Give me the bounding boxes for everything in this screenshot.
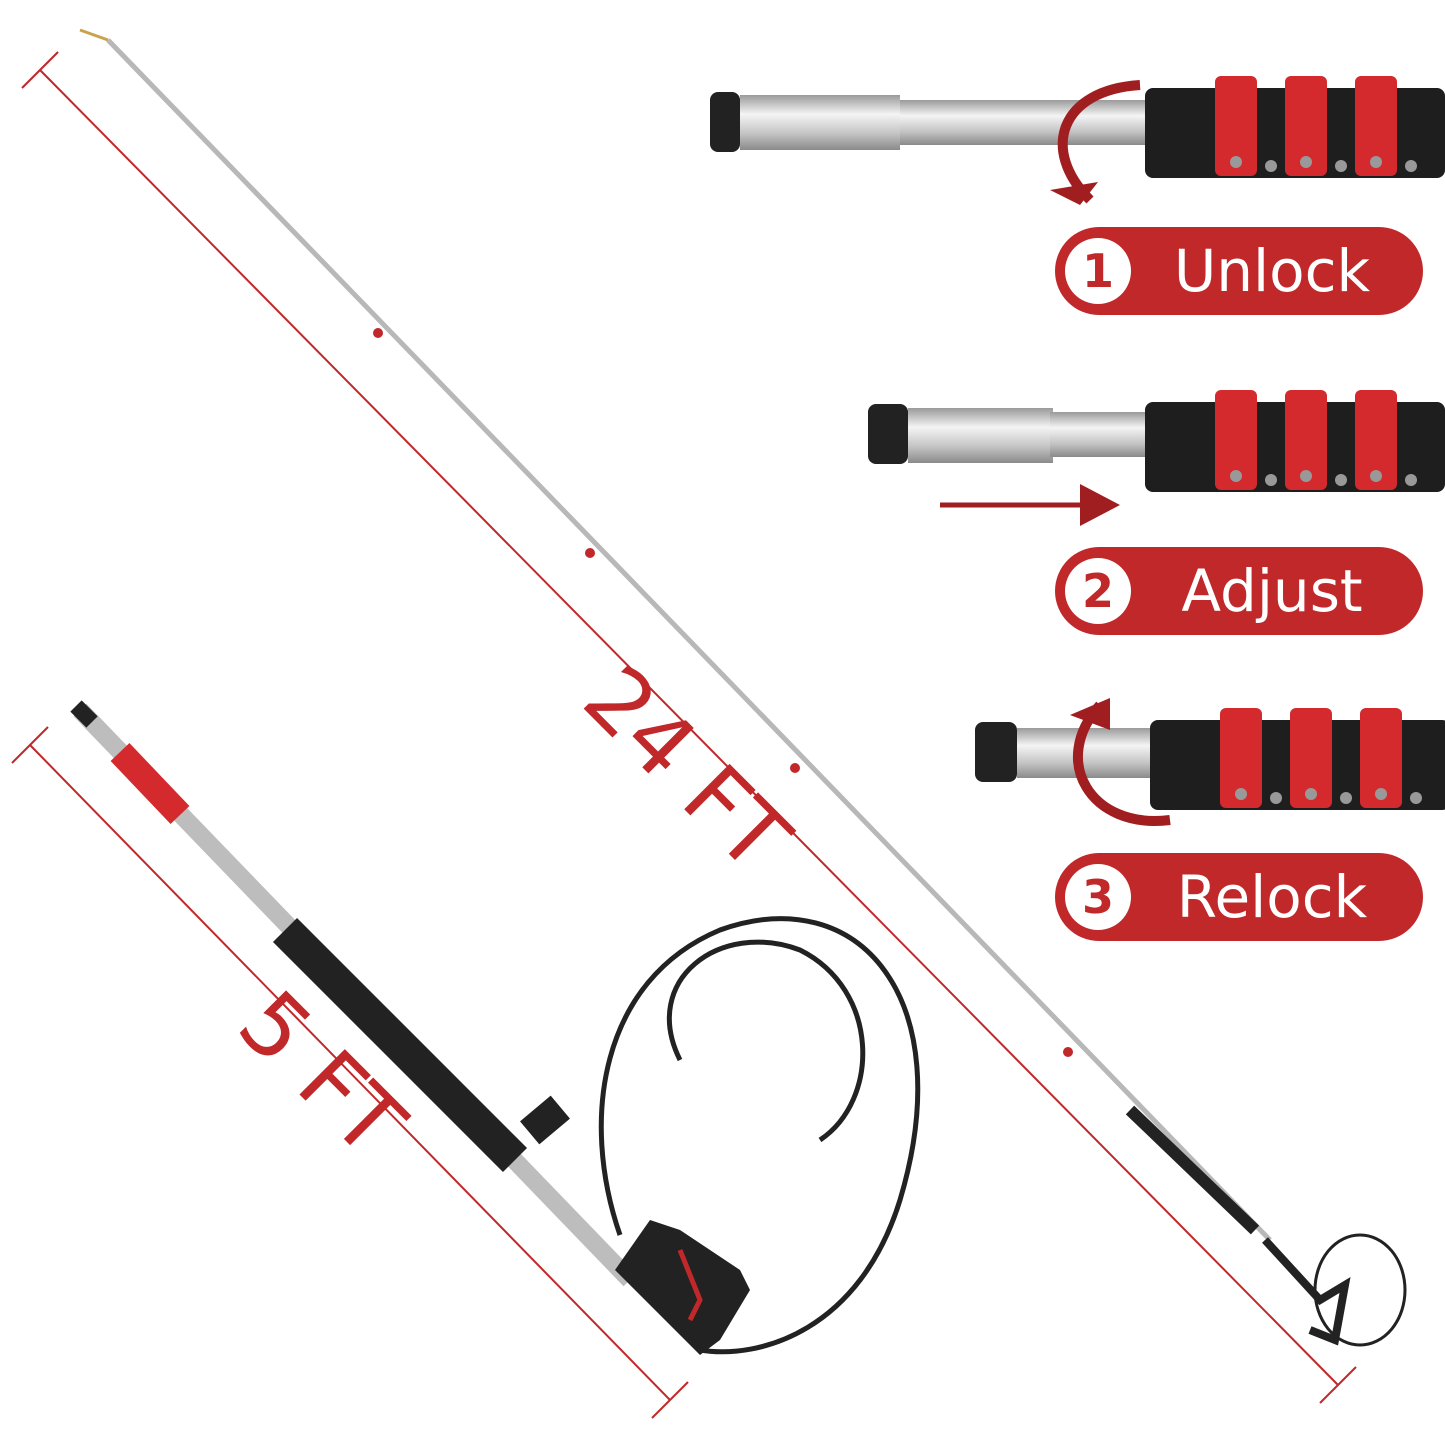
step-number: 2 xyxy=(1065,558,1131,624)
step-2-image xyxy=(868,390,1445,526)
step-label: Relock xyxy=(1176,863,1368,931)
step-3-image xyxy=(975,698,1445,826)
step-adjust-badge: 2 Adjust xyxy=(1055,547,1423,635)
step-1-image xyxy=(710,76,1445,205)
step-label: Adjust xyxy=(1181,557,1363,625)
step-relock-badge: 3 Relock xyxy=(1055,853,1423,941)
step-label: Unlock xyxy=(1173,237,1371,305)
long-length-label: 24 FT xyxy=(564,646,809,891)
collapsed-pole xyxy=(70,700,921,1355)
step-unlock-badge: 1 Unlock xyxy=(1055,227,1423,315)
short-dimension-line xyxy=(11,726,689,1419)
step-number: 1 xyxy=(1065,238,1131,304)
short-length-label: 5 FT xyxy=(219,971,425,1177)
step-number: 3 xyxy=(1065,864,1131,930)
extended-pole xyxy=(79,28,1407,1347)
long-dimension-line xyxy=(21,51,1357,1404)
